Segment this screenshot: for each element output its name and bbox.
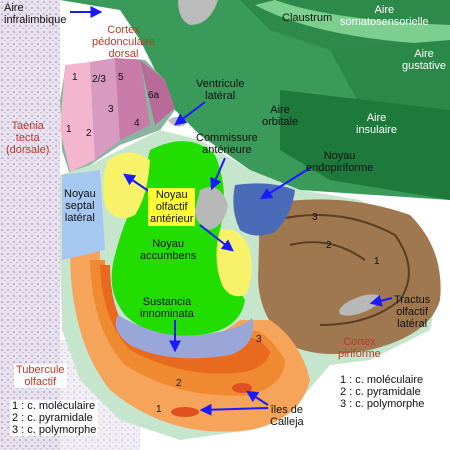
septal-nucleus bbox=[62, 170, 105, 260]
tubercle-layer-3-label: 3 bbox=[256, 334, 262, 345]
label-claustrum: Claustrum bbox=[282, 12, 333, 24]
cortex-layer-2-label: 2 bbox=[86, 128, 92, 139]
piriform-layer-2-label: 2 bbox=[326, 240, 332, 251]
anterior-commissure bbox=[195, 187, 228, 230]
piriform-layer-3-label: 3 bbox=[312, 212, 318, 223]
cortex-layer-23-label: 2/3 bbox=[92, 74, 106, 85]
gray-top-shape bbox=[178, 0, 218, 25]
gustative-region bbox=[330, 40, 450, 110]
endopiriform-nucleus bbox=[233, 183, 295, 236]
peduncular-layer-6a bbox=[140, 60, 175, 125]
arrow-olfactif-left bbox=[123, 173, 151, 193]
claustrum-band bbox=[255, 0, 450, 45]
arrow-commissure bbox=[210, 157, 226, 191]
calleja-island-1 bbox=[171, 407, 199, 417]
piriform-cortex bbox=[258, 199, 441, 354]
arrow-olfactif-right bbox=[199, 224, 234, 252]
cortex-layer-6a-label: 6a bbox=[148, 90, 160, 101]
arrow-tractus bbox=[369, 294, 393, 307]
arrow-endopiriforme bbox=[259, 167, 311, 200]
piriform-layer-line-2 bbox=[289, 241, 366, 261]
substantia-innominata bbox=[115, 315, 254, 359]
insular-region bbox=[280, 90, 450, 200]
peduncular-layer-5 bbox=[115, 58, 150, 140]
cortex-layer-3-label: 3 bbox=[108, 104, 114, 115]
arrow-ventricule bbox=[174, 101, 206, 126]
cortex-layer-5-label: 5 bbox=[118, 72, 124, 83]
cortex-layer-1b-label: 1 bbox=[66, 124, 72, 135]
tissue-background-br bbox=[330, 360, 450, 450]
olfactory-nucleus-left bbox=[103, 152, 150, 219]
tubercle-layer-2-label: 2 bbox=[176, 378, 182, 389]
arrow-calleja-1 bbox=[199, 403, 269, 416]
piriform-layer-1-label: 1 bbox=[374, 256, 380, 267]
peduncular-layer-1 bbox=[60, 62, 95, 172]
peduncular-layer-23 bbox=[90, 58, 120, 160]
arrow-calleja-2 bbox=[245, 390, 269, 406]
calleja-island-2 bbox=[232, 383, 252, 393]
tubercle-layer-1-label: 1 bbox=[156, 404, 162, 415]
piriform-layer-line-1 bbox=[274, 214, 410, 326]
cortex-layer-1-label: 1 bbox=[72, 72, 78, 83]
cortex-layer-4-label: 4 bbox=[134, 118, 140, 129]
